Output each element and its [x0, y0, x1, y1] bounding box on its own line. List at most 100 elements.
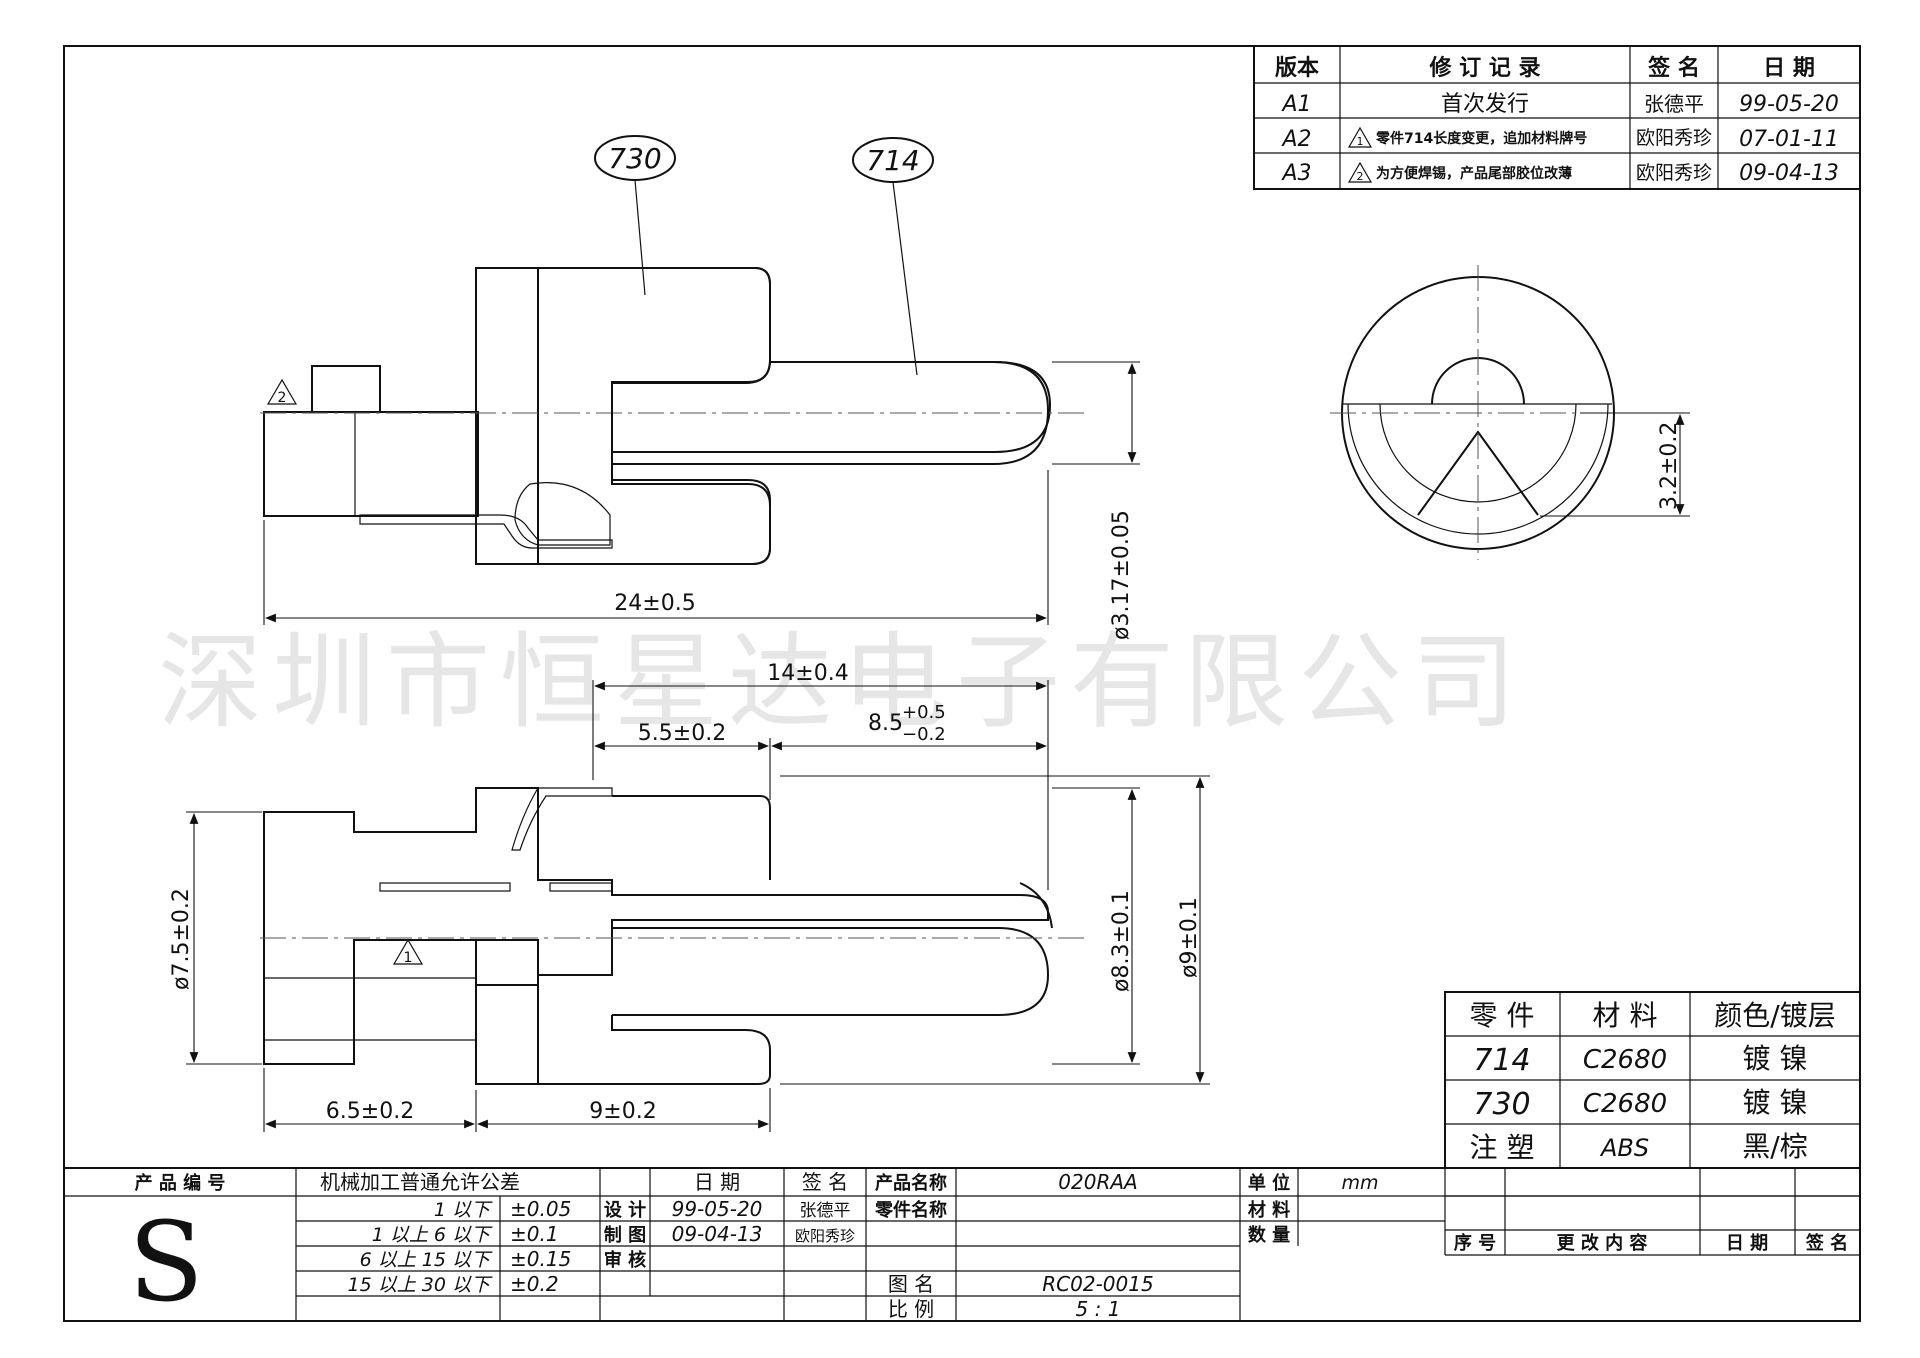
- draw-signer: 欧阳秀珍: [795, 1227, 855, 1245]
- dim-length-8-5-upper: +0.5: [902, 702, 946, 723]
- dim-diameter-8-3-label: ø8.3±0.1: [1109, 890, 1134, 992]
- change-seq-label: 序 号: [1454, 1232, 1496, 1254]
- date-column-label: 日 期: [694, 1170, 740, 1194]
- design-signer: 张德平: [800, 1201, 851, 1221]
- tolerance-value-4: ±0.2: [510, 1272, 559, 1296]
- dim-diameter-8-3: ø8.3±0.1: [1052, 787, 1140, 1065]
- dim-length-14: 14±0.4: [592, 661, 1049, 890]
- rev-a2-date: 07-01-11: [1739, 127, 1839, 152]
- revision-triangle-icon: 1: [1347, 126, 1373, 148]
- rev-a1-version: A1: [1280, 92, 1311, 117]
- rev-a3-record: 为方便焊锡，产品尾部胶位改薄: [1376, 165, 1572, 182]
- rev-header-record: 修 订 记 录: [1429, 55, 1541, 81]
- tolerance-range-4: 15 以上 30 以下: [348, 1274, 493, 1296]
- dim-diameter-7-5-label: ø7.5±0.2: [169, 888, 194, 990]
- balloon-714-label: 714: [866, 144, 919, 177]
- dim-diameter-9-label: ø9±0.1: [1177, 897, 1202, 978]
- rev-a2-marker: 1: [1357, 135, 1364, 148]
- rev-a2-signer: 欧阳秀珍: [1636, 127, 1712, 149]
- rev-a1-signer: 张德平: [1644, 92, 1704, 116]
- dim-length-8-5-base: 8.5: [868, 711, 903, 736]
- rev-a3-date: 09-04-13: [1739, 161, 1839, 186]
- dim-diameter-7-5: ø7.5±0.2: [169, 811, 262, 1065]
- scale-label: 比 例: [888, 1297, 934, 1321]
- tolerance-value-3: ±0.15: [510, 1247, 571, 1271]
- review-label: 审 核: [604, 1249, 646, 1271]
- part-name-label: 零件名称: [874, 1199, 947, 1221]
- bottom-view-marker: 1: [404, 950, 413, 966]
- dim-overall-length: 24±0.5: [263, 470, 1049, 625]
- mat-714-part: 714: [1473, 1043, 1530, 1078]
- dim-length-6-5: 6.5±0.2: [263, 1068, 477, 1132]
- drawing-frame: [63, 45, 1861, 1322]
- title-block: 产 品 编 号 S 机械加工普通允许公差 1 以下 ±0.05 1 以上 6 以…: [64, 1167, 1860, 1326]
- revision-triangle-icon: 2: [1347, 161, 1373, 183]
- dim-length-6-5-label: 6.5±0.2: [326, 1099, 414, 1124]
- balloon-714: 714: [852, 137, 934, 376]
- dim-pin-diameter: ø3.17±0.05: [1052, 361, 1140, 640]
- product-name: 020RAA: [1058, 1170, 1137, 1194]
- tolerance-range-3: 6 以上 15 以下: [360, 1249, 493, 1271]
- material-label: 材 料: [1248, 1199, 1290, 1221]
- mat-714-finish: 镀 镍: [1743, 1042, 1808, 1075]
- drawing-no-label: 图 名: [888, 1272, 934, 1296]
- unit-label: 单 位: [1248, 1172, 1290, 1194]
- bottom-view: 1: [260, 787, 1090, 1085]
- sign-column-label: 签 名: [802, 1170, 848, 1194]
- mat-730-part: 730: [1473, 1087, 1530, 1122]
- draw-date: 09-04-13: [672, 1222, 763, 1246]
- quantity-label: 数 量: [1248, 1224, 1290, 1246]
- design-date: 99-05-20: [672, 1197, 763, 1221]
- mat-header-material: 材 料: [1593, 999, 1658, 1032]
- dim-length-8-5-lower: −0.2: [902, 724, 946, 745]
- drawing-no: RC02-0015: [1042, 1272, 1153, 1296]
- dim-end-view-height-label: 3.2±0.2: [1657, 422, 1682, 510]
- tolerance-title: 机械加工普通允许公差: [320, 1170, 520, 1194]
- rev-a1-date: 99-05-20: [1739, 92, 1839, 117]
- revision-triangle-icon: 1: [392, 938, 424, 966]
- mat-714-material: C2680: [1583, 1045, 1667, 1075]
- top-view: 2: [260, 267, 1090, 565]
- rev-a3-version: A3: [1280, 161, 1311, 186]
- rev-header-date: 日 期: [1763, 56, 1815, 81]
- dim-length-5-5: 5.5±0.2: [593, 721, 771, 800]
- mat-header-part: 零 件: [1470, 999, 1535, 1032]
- change-date-label: 日 期: [1726, 1233, 1768, 1254]
- dim-length-9-label: 9±0.2: [589, 1099, 656, 1124]
- scale-value: 5 : 1: [1076, 1297, 1121, 1321]
- balloon-730-label: 730: [608, 142, 661, 175]
- end-view: [1330, 265, 1626, 560]
- revision-triangle-icon: 2: [266, 378, 298, 406]
- dim-end-view-height: 3.2±0.2: [1540, 412, 1690, 517]
- product-name-label: 产品名称: [875, 1172, 947, 1194]
- revision-table: 版本 修 订 记 录 签 名 日 期 A1 首次发行 张德平 99-05-20 …: [1253, 45, 1861, 190]
- rev-a1-record: 首次发行: [1441, 92, 1529, 117]
- change-content-label: 更 改 内 容: [1557, 1232, 1648, 1254]
- rev-a3-marker: 2: [1357, 170, 1364, 183]
- mat-header-finish: 颜色/镀层: [1714, 999, 1835, 1032]
- product-code-label: 产 品 编 号: [135, 1172, 226, 1194]
- dim-pin-diameter-label: ø3.17±0.05: [1109, 510, 1134, 640]
- dim-length-8-5: 8.5 +0.5 −0.2: [770, 702, 1048, 751]
- tolerance-range-1: 1 以下: [434, 1199, 493, 1221]
- rev-a3-signer: 欧阳秀珍: [1636, 162, 1712, 184]
- mat-730-material: C2680: [1583, 1089, 1667, 1119]
- rev-header-signer: 签 名: [1647, 55, 1700, 81]
- tolerance-range-2: 1 以上 6 以下: [372, 1224, 493, 1246]
- balloon-730: 730: [594, 135, 676, 296]
- dim-length-14-label: 14±0.4: [767, 661, 848, 686]
- unit-value: mm: [1341, 1172, 1378, 1194]
- tolerance-value-1: ±0.05: [510, 1197, 571, 1221]
- materials-table: 零 件 材 料 颜色/镀层 714 C2680 镀 镍 730 C2680 镀 …: [1444, 991, 1861, 1169]
- rev-a2-record: 零件714长度变更，追加材料牌号: [1375, 130, 1587, 147]
- mat-molding-finish: 黑/棕: [1742, 1130, 1807, 1163]
- company-logo-letter: S: [128, 1198, 203, 1326]
- dim-length-9: 9±0.2: [476, 1088, 771, 1132]
- tolerance-value-2: ±0.1: [510, 1222, 559, 1246]
- top-view-marker: 2: [278, 390, 287, 406]
- dim-overall-length-label: 24±0.5: [614, 591, 695, 616]
- dim-diameter-9: ø9±0.1: [780, 775, 1210, 1085]
- mat-molding-material: ABS: [1599, 1134, 1649, 1162]
- mat-molding-part: 注 塑: [1470, 1131, 1535, 1164]
